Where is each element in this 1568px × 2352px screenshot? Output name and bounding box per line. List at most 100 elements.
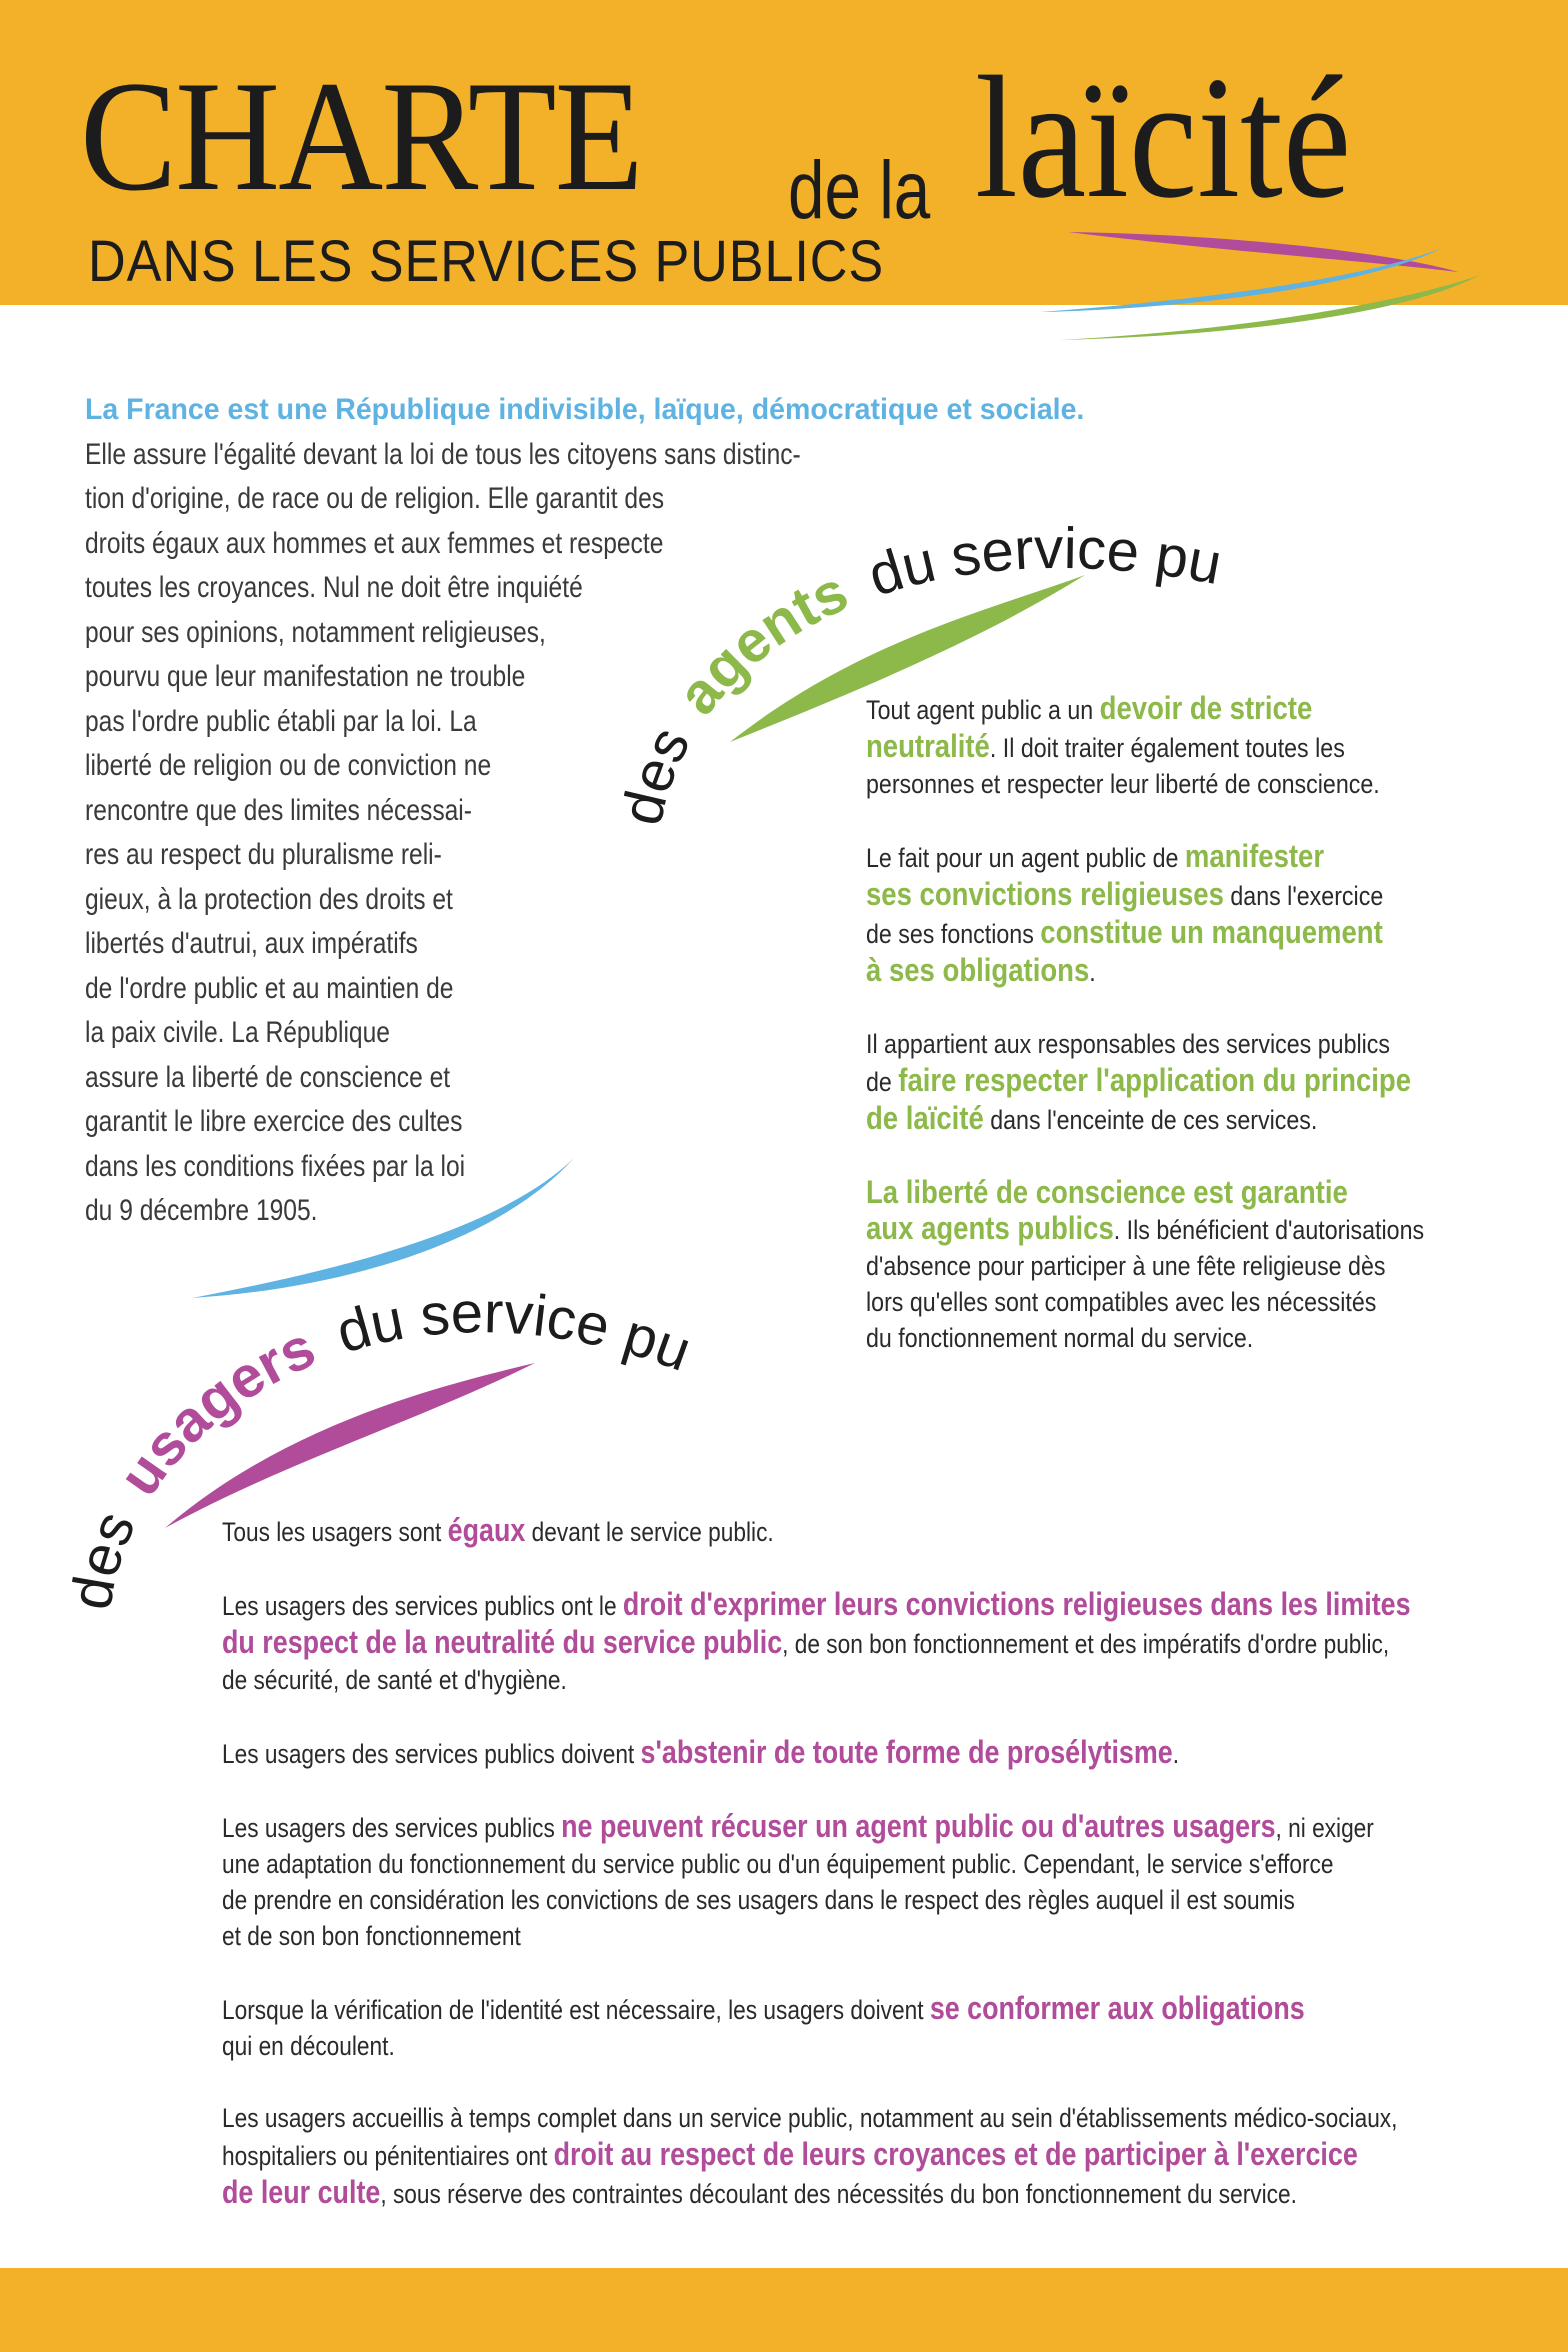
header-ribbon-magenta [1068,232,1458,272]
highlight: se conformer aux obligations [929,1990,1305,2026]
agents-heading-des: des [609,717,703,831]
intro-lead: La France est une République indivisible… [85,393,1085,426]
text-span: . Il doit traiter également toutes les [989,733,1345,763]
text-span: Tous les usagers sont [222,1517,448,1547]
usagers-paragraph: Tous les usagers sont égaux devant le se… [222,1512,1522,1550]
intro-line: liberté de religion ou de conviction ne [85,749,492,782]
intro-line: Elle assure l'égalité devant la loi de t… [85,437,801,471]
text-span: Tout agent public a un [866,695,1100,725]
text-span: , ni exiger [1275,1813,1374,1843]
text-span: . [1089,957,1096,987]
usagers-paragraph: Lorsque la vérification de l'identité es… [222,1990,1522,2064]
intro-line: pourvu que leur manifestation ne trouble [85,660,526,693]
highlight: s'abstenir de toute forme de prosélytism… [640,1734,1173,1770]
agents-section: Tout agent public a un devoir de stricte… [866,690,1466,1392]
title-connector: de la [788,145,931,236]
usagers-heading-des: des [58,1502,148,1614]
usagers-heading-keyword: usagers [106,1314,324,1507]
highlight: ses convictions religieuses [866,876,1224,912]
highlight: faire respecter l'application du princip… [898,1062,1412,1098]
text-line: d'absence pour participer à une fête rel… [866,1251,1386,1281]
intro-line: la paix civile. La République [85,1016,390,1049]
text-line: ses convictions religieuses dans l'exerc… [866,876,1384,914]
text-line: du fonctionnement normal du service. [866,1323,1254,1353]
title-laicite: laïcité [975,40,1352,234]
agents-paragraph: La liberté de conscience est garantie au… [866,1174,1466,1356]
text-line: à ses obligations. [866,952,1382,990]
intro-line: assure la liberté de conscience et [85,1060,451,1094]
highlight: droit d'exprimer leurs convictions relig… [622,1586,1411,1622]
text-span: Les usagers des services publics [222,1813,562,1843]
intro-line: tion d'origine, de race ou de religion. … [85,482,665,515]
text-line: lors qu'elles sont compatibles avec les … [866,1287,1377,1317]
intro-line: res au respect du pluralisme reli- [85,838,442,871]
intro-line: gieux, à la protection des droits et [85,882,453,916]
highlight: aux agents publics [866,1210,1114,1246]
intro-line: rencontre que des limites nécessai- [85,793,472,827]
highlight: neutralité [866,728,990,764]
text-line: du respect de la neutralité du service p… [222,1624,1389,1662]
text-span: Les usagers des services publics ont le [222,1591,623,1621]
text-line: Tout agent public a un devoir de stricte [866,690,1382,728]
text-line: Il appartient aux responsables des servi… [866,1029,1391,1059]
text-line: Les usagers accueillis à temps complet d… [222,2103,1398,2133]
text-span: . [1172,1739,1180,1769]
text-span: Les usagers des services publics doivent [222,1739,641,1769]
highlight-line: La liberté de conscience est garantie [866,1174,1348,1210]
highlight: constitue un manquement [1040,914,1383,950]
text-line: Lorsque la vérification de l'identité es… [222,1990,1314,2028]
text-line: de faire respecter l'application du prin… [866,1062,1411,1100]
title-charte: CHARTE [80,49,644,224]
page-subtitle: DANS LES SERVICES PUBLICS [88,229,885,294]
intro-line: de l'ordre public et au maintien de [85,971,454,1005]
text-span: dans l'exercice [1223,881,1384,911]
text-span: , sous réserve des contraintes découlant… [380,2179,1297,2209]
agents-swoosh-green [730,575,1085,742]
text-line: personnes et respecter leur liberté de c… [866,769,1380,799]
text-span: . Ils bénéficient d'autorisations [1113,1215,1425,1245]
intro-line: dans les conditions fixées par la loi [85,1149,466,1183]
text-span: dans l'enceinte de ces services. [983,1105,1318,1135]
text-span: Lorsque la vérification de l'identité es… [222,1995,930,2025]
text-span: Le fait pour un agent public de [866,843,1185,873]
usagers-paragraph: Les usagers des services publics ne peuv… [222,1808,1522,1954]
intro-line: toutes les croyances. Nul ne doit être i… [85,571,583,604]
text-line: Les usagers des services publics ont le … [222,1586,1411,1624]
agents-paragraph: Le fait pour un agent public de manifest… [866,838,1466,990]
text-span: de ses fonctions [866,919,1041,949]
usagers-heading-text: des usagers du service public [0,0,699,1614]
agents-heading-rest: du service public [0,0,1227,609]
intro-line: du 9 décembre 1905. [85,1194,318,1227]
highlight: manifester [1184,838,1325,874]
text-line: de ses fonctions constitue un manquement [866,914,1383,952]
intro-line: libertés d'autrui, aux impératifs [85,927,418,960]
usagers-heading-rest: du service public [0,0,699,1384]
text-span: de [866,1067,899,1097]
intro-paragraph: La France est une République indivisible… [85,388,1085,1234]
text-line: de laïcité dans l'enceinte de ces servic… [866,1100,1382,1138]
agents-paragraph: Tout agent public a un devoir de stricte… [866,690,1466,802]
agents-heading-keyword: agents [665,559,858,727]
intro-line: pour ses opinions, notamment religieuses… [85,615,546,649]
usagers-paragraph: Les usagers des services publics ont le … [222,1586,1522,1698]
agents-paragraph: Il appartient aux responsables des servi… [866,1026,1466,1138]
text-line: Les usagers des services publics doivent… [222,1734,1314,1772]
usagers-paragraph: Les usagers accueillis à temps complet d… [222,2100,1522,2212]
text-line: de leur culte, sous réserve des contrain… [222,2174,1314,2212]
intro-line: pas l'ordre public établi par la loi. La [85,704,477,738]
highlight: ne peuvent récuser un agent public ou d'… [561,1808,1276,1844]
highlight: de laïcité [866,1100,984,1136]
text-span: hospitaliers ou pénitentiaires ont [222,2141,554,2171]
highlight: à ses obligations [866,952,1090,988]
text-span: devant le service public. [525,1517,774,1547]
text-line: de prendre en considération les convicti… [222,1885,1295,1915]
footer-band [0,2268,1568,2352]
highlight: droit au respect de leurs croyances et d… [553,2136,1358,2172]
text-span: , de son bon fonctionnement et des impér… [782,1629,1390,1659]
intro-line: garantit le libre exercice des cultes [85,1105,463,1138]
text-line: neutralité. Il doit traiter également to… [866,728,1382,766]
text-line: de sécurité, de santé et d'hygiène. [222,1665,567,1695]
usagers-paragraph: Les usagers des services publics doivent… [222,1734,1522,1772]
text-line: aux agents publics. Ils bénéficient d'au… [866,1210,1424,1248]
